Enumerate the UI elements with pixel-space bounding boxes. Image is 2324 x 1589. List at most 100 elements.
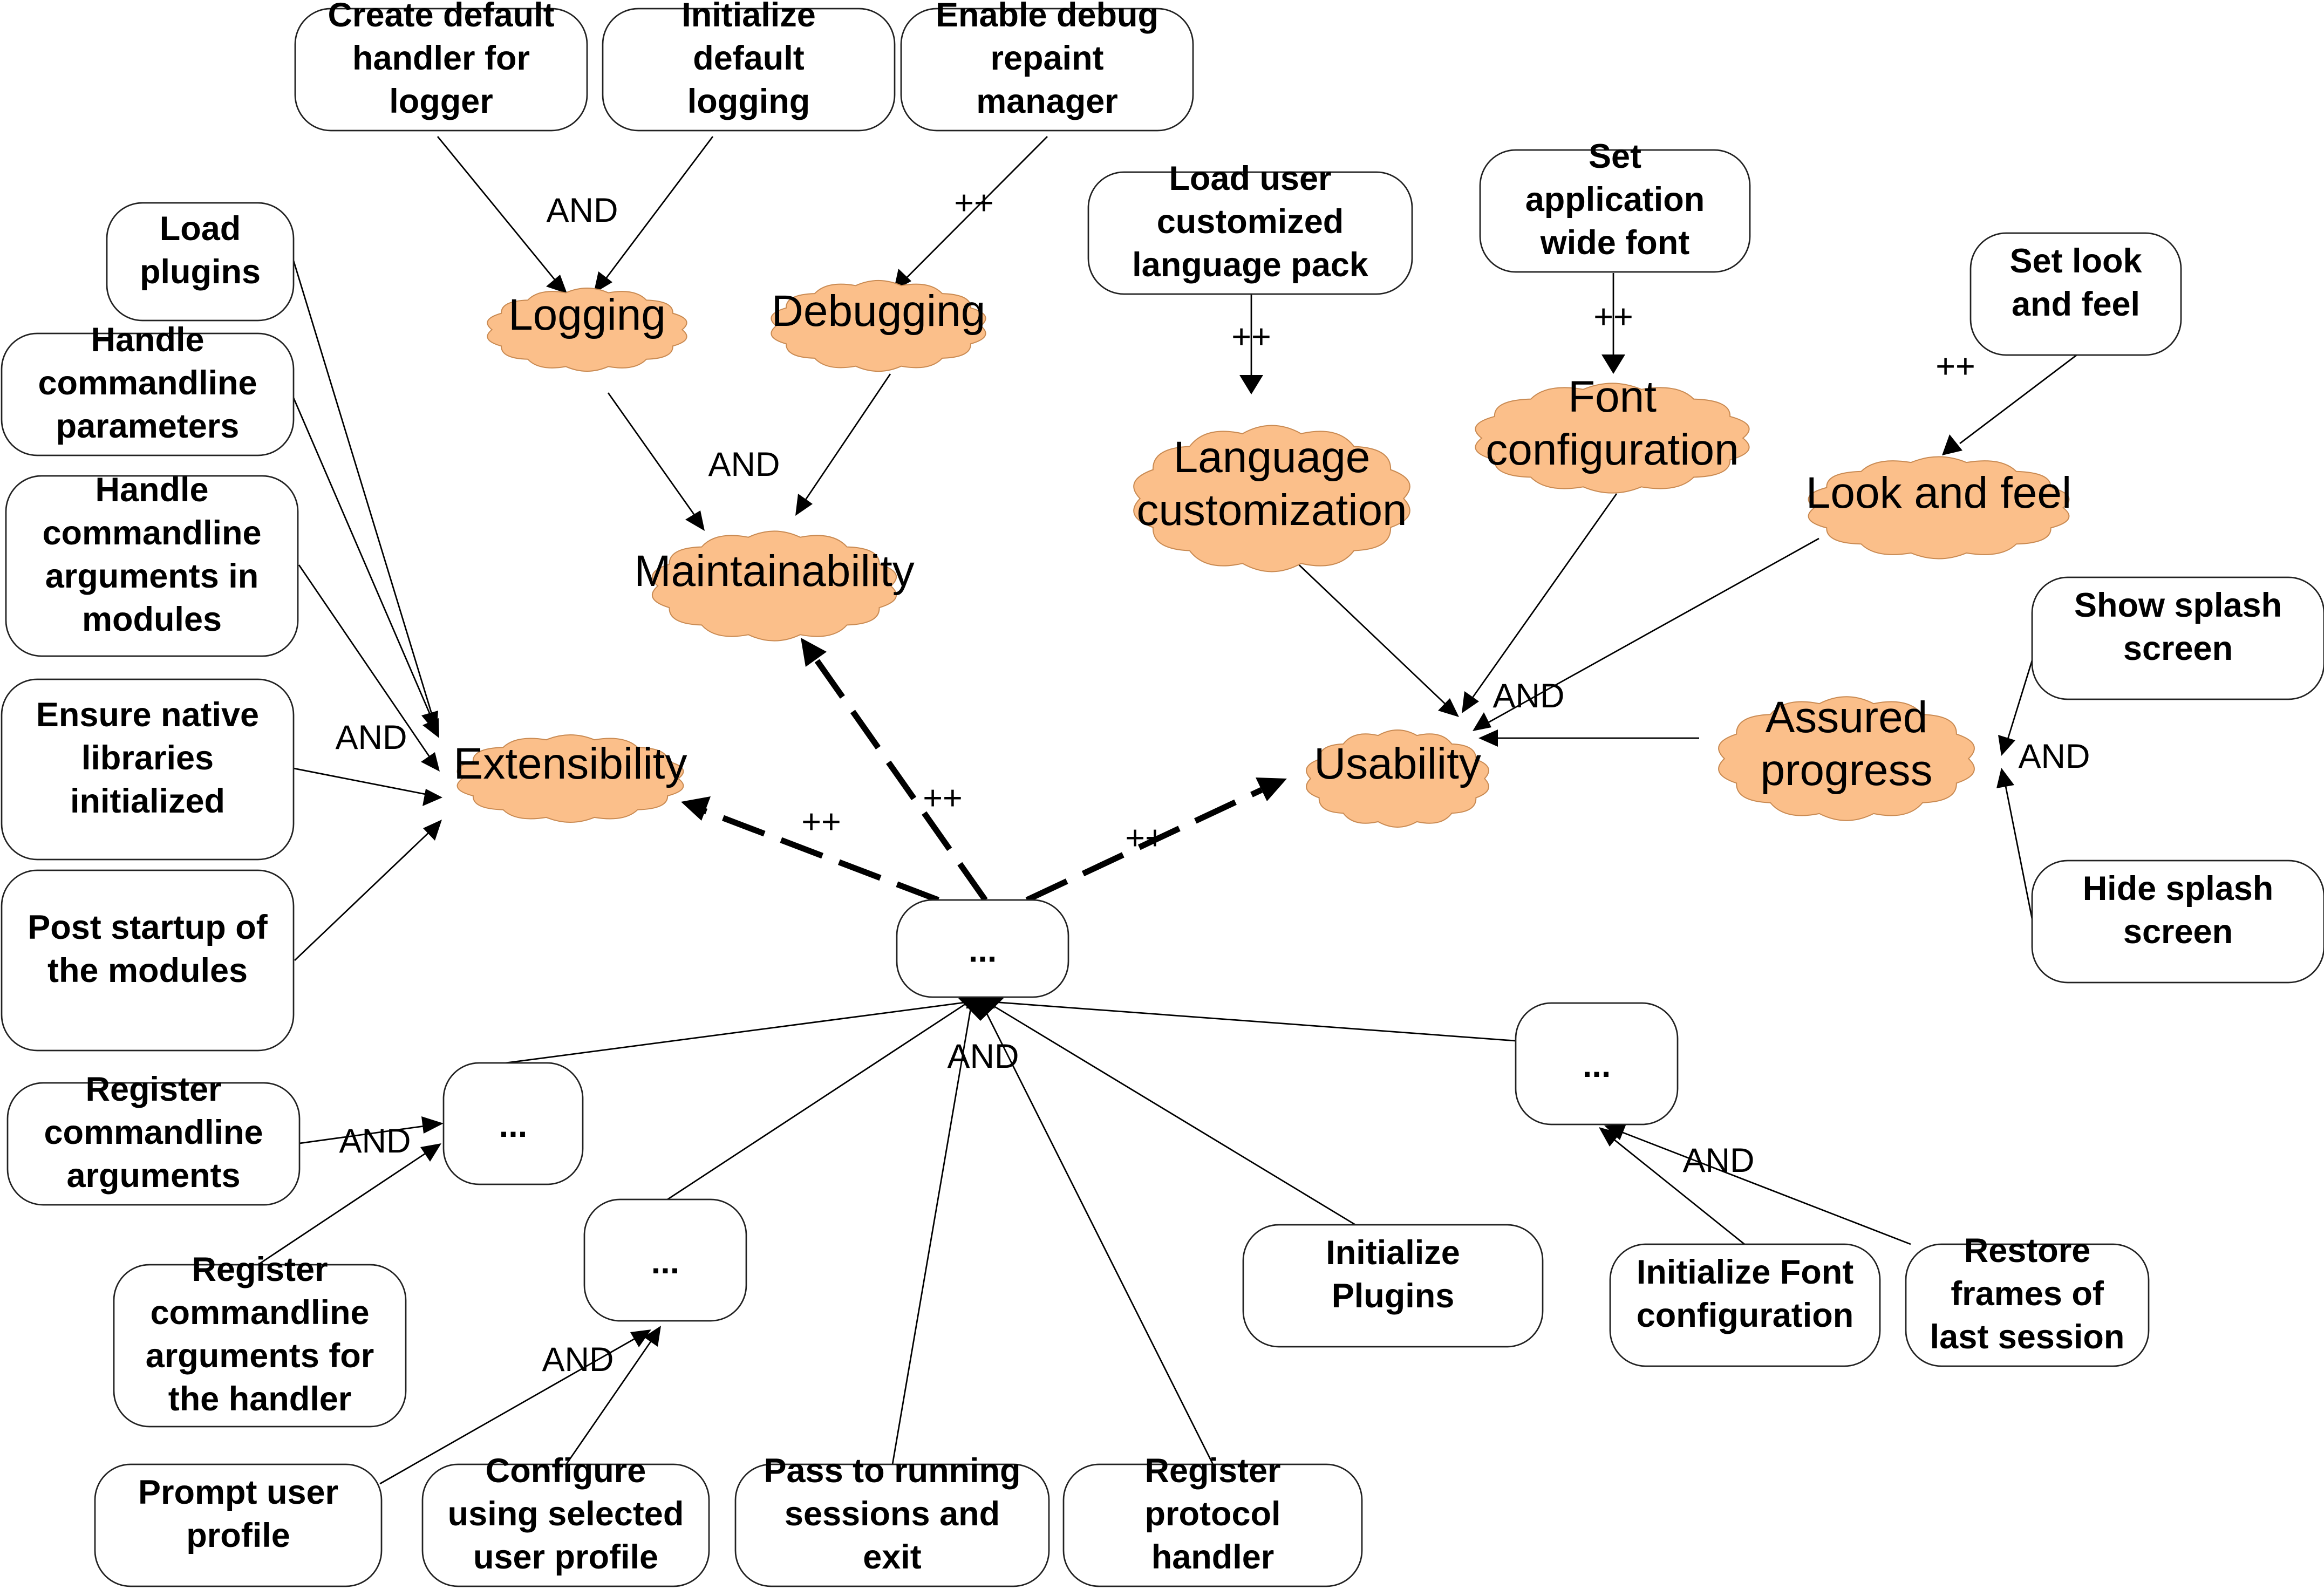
task-enable-debug-repaint-label-line: repaint — [990, 39, 1103, 77]
label-pp-look: ++ — [1935, 347, 1975, 385]
edge-protocol-to-root — [980, 1001, 1214, 1465]
edge-reg-args-to-register-group — [299, 1124, 429, 1144]
softgoal-logging-label-line: Logging — [508, 290, 666, 339]
arrowhead-icon — [681, 796, 711, 821]
task-box-shape — [1905, 1243, 2150, 1367]
task-initialize-default-logging-label-line: default — [693, 39, 805, 77]
softgoal-language-customization-label-line: customization — [1136, 486, 1407, 535]
task-configure-selected-profile-label-line: using selected — [448, 1495, 684, 1533]
label-pp-debugging: ++ — [954, 184, 994, 222]
task-box-shape — [583, 1198, 747, 1322]
task-load-user-language-pack-label-line: Load user — [1169, 160, 1331, 197]
task-handle-commandline-arguments-modules-label-line: Handle — [95, 471, 208, 509]
task-register-protocol-handler-label-line: Register — [1144, 1452, 1280, 1490]
arrowhead-icon — [630, 1329, 651, 1347]
task-register-protocol-handler-label-line: protocol — [1145, 1495, 1281, 1533]
task-initialize-plugins-label-line: Initialize — [1326, 1234, 1460, 1272]
task-load-plugins-label-line: Load — [160, 210, 241, 248]
label-pp-usability: ++ — [1125, 819, 1165, 857]
arrowhead-icon — [422, 718, 439, 738]
edge-handler-to-logging — [437, 136, 560, 285]
task-handle-commandline-arguments-modules-label-line: arguments in — [45, 557, 259, 595]
task-handle-commandline-parameters-label-line: Handle — [91, 321, 204, 359]
label-pp-extensibility: ++ — [801, 803, 841, 841]
task-set-application-font-label-line: Set — [1589, 138, 1641, 175]
arrowhead-icon — [685, 510, 705, 531]
label-pp-maintainability: ++ — [923, 779, 963, 817]
arrowhead-icon — [1604, 1124, 1626, 1140]
task-box-shape — [900, 8, 1194, 132]
arrowhead-icon — [1996, 768, 2014, 788]
task-hide-splash-screen-label-line: screen — [2123, 913, 2233, 951]
edge-post-startup-to-extensibility — [294, 828, 433, 961]
arrowhead-icon — [1438, 698, 1459, 717]
task-register-commandline-arguments-handler-label-line: the handler — [168, 1380, 352, 1418]
task-register-commandline-arguments-handler-label-line: arguments for — [146, 1337, 374, 1375]
softgoal-assured-progress-label-line: Assured — [1766, 693, 1928, 742]
edge-font-to-usability — [1469, 493, 1618, 702]
label-and-register: AND — [339, 1122, 411, 1160]
edge-cmd-params-to-extensibility — [290, 392, 436, 726]
task-pass-to-running-sessions-label-line: exit — [863, 1538, 922, 1576]
task-box-shape — [1515, 1002, 1679, 1126]
label-and-profile: AND — [542, 1341, 614, 1379]
task-register-commandline-arguments-label-line: commandline — [44, 1114, 263, 1151]
softgoal-usability: Usability — [1306, 729, 1489, 828]
edge-init-logging-to-logging — [600, 136, 714, 285]
label-pp-language: ++ — [1231, 318, 1271, 356]
softgoal-look-and-feel-label-line: Look and feel — [1806, 468, 2071, 517]
cloud-shape — [487, 288, 687, 372]
arrowhead-icon — [421, 752, 440, 772]
edge-hide-splash-to-assured — [2005, 786, 2033, 919]
arrowhead-icon — [421, 1116, 444, 1134]
task-root-label-line: ... — [969, 932, 997, 970]
label-and-usability: AND — [1492, 677, 1564, 715]
task-register-commandline-arguments-handler-label-line: commandline — [150, 1294, 369, 1332]
task-box-shape — [2031, 860, 2324, 984]
cloud-shape — [1306, 729, 1489, 828]
arrowhead-icon — [1462, 691, 1479, 713]
arrowhead-icon — [644, 1326, 661, 1347]
edge-set-look-to-look — [1959, 353, 2078, 445]
task-hide-splash-screen: Hide splash screen — [2031, 860, 2324, 984]
task-box-shape — [5, 475, 299, 657]
edge-show-splash-to-assured — [2006, 660, 2033, 741]
task-restore-frames-label-line: frames of — [1951, 1275, 2104, 1313]
task-enable-debug-repaint-label-line: Enable debug — [936, 0, 1158, 34]
edge-register-group-to-root — [505, 1001, 969, 1064]
task-post-startup-modules-label-line: Post startup of — [28, 909, 268, 946]
edge-pass-running-to-root — [891, 1001, 973, 1465]
task-register-commandline-arguments-label-line: arguments — [66, 1157, 240, 1195]
task-initialize-default-logging-label-line: logging — [687, 83, 810, 120]
task-box-shape — [1969, 232, 2182, 356]
task-show-splash-screen-label-line: screen — [2123, 630, 2233, 667]
arrowhead-icon — [1478, 729, 1498, 747]
arrowhead-icon — [1942, 434, 1962, 455]
arrowhead-icon — [420, 1143, 441, 1162]
task-post-startup-modules: Post startup of the modules — [1, 869, 295, 1052]
label-and-logging: AND — [546, 192, 618, 229]
task-show-splash-screen-label-line: Show splash — [2074, 587, 2282, 624]
task-box-shape — [294, 8, 588, 132]
softgoal-extensibility-label-line: Extensibility — [454, 739, 687, 788]
task-handle-commandline-arguments-modules-label-line: commandline — [42, 514, 261, 552]
task-box-shape — [1, 869, 295, 1052]
task-prompt-user-profile-label-line: profile — [186, 1517, 290, 1554]
arrowhead-icon — [801, 638, 827, 667]
task-hide-splash-screen-label-line: Hide splash — [2083, 870, 2274, 908]
task-restore-frames-label-line: last session — [1930, 1318, 2125, 1356]
arrowhead-icon — [546, 275, 567, 294]
softgoal-font-configuration-label-line: Font — [1568, 372, 1657, 421]
edge-prompt-to-profile-group — [379, 1336, 637, 1485]
task-post-startup-modules-label-line: the modules — [47, 952, 248, 990]
arrowhead-icon — [1998, 735, 2015, 756]
softgoal-maintainability-label-line: Maintainability — [634, 547, 915, 596]
label-pp-font: ++ — [1593, 298, 1633, 336]
